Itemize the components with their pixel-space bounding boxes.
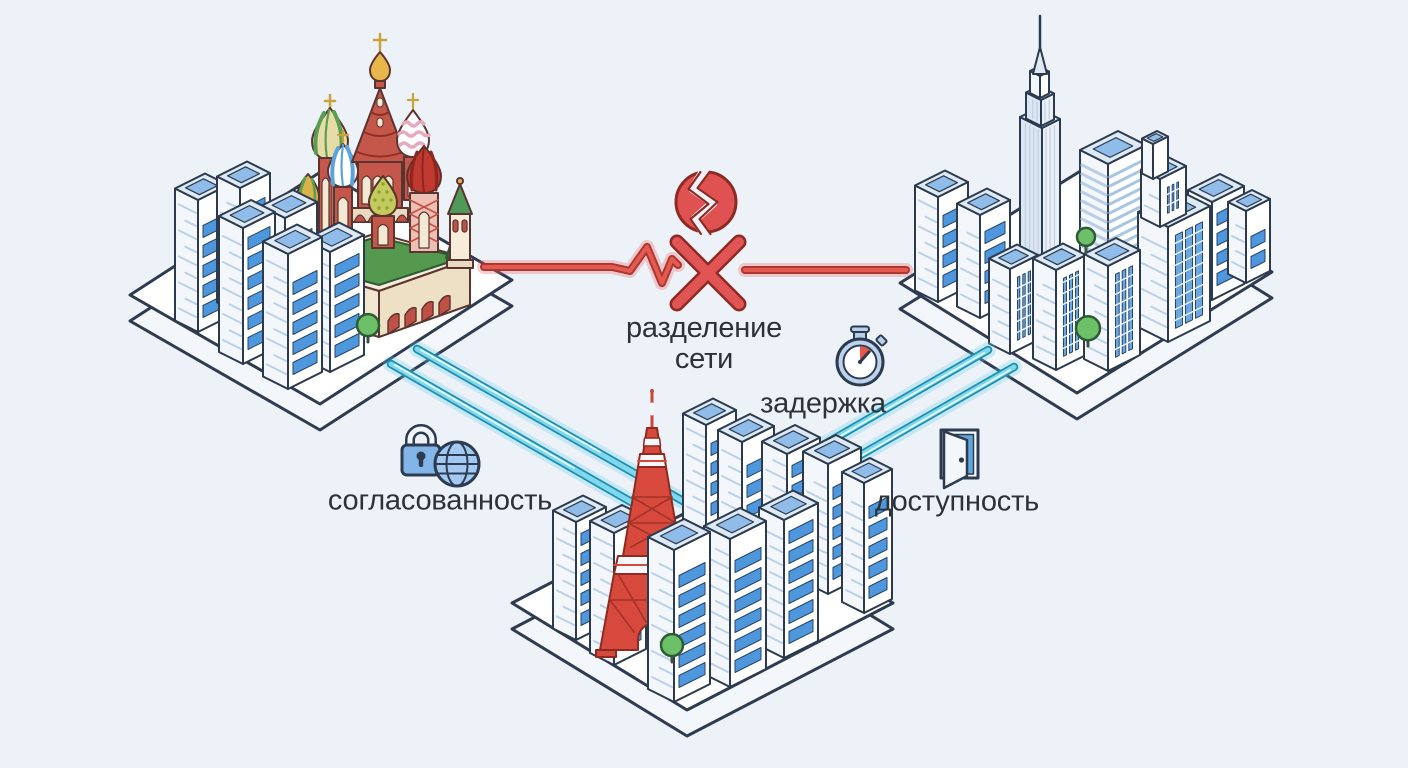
partition-label-line1: разделение xyxy=(625,312,783,344)
office-tower xyxy=(1032,242,1087,371)
onion-dome-red xyxy=(406,145,442,253)
tree xyxy=(1075,226,1097,254)
tree xyxy=(1074,314,1102,348)
stopwatch-icon xyxy=(835,325,888,387)
newyork-buildings-front xyxy=(988,237,1141,372)
consistency-label: согласованность xyxy=(327,484,553,517)
node-tokyo xyxy=(510,389,895,738)
office-tower xyxy=(841,457,893,614)
link-moscow-newyork xyxy=(477,164,913,312)
tokyo-trees xyxy=(659,632,685,664)
newyork-trees xyxy=(1074,226,1102,348)
office-tower xyxy=(1227,189,1271,284)
esb-spire xyxy=(1032,14,1048,75)
globe-icon xyxy=(433,440,481,488)
moscow-trees xyxy=(355,312,381,344)
tokyo-buildings-front xyxy=(647,489,819,703)
tree xyxy=(659,632,685,664)
node-moscow xyxy=(128,32,514,432)
availability-label: доступность xyxy=(874,485,1040,518)
office-tower xyxy=(988,243,1039,355)
office-tower xyxy=(1141,130,1169,180)
partition-label-line2: сети xyxy=(674,343,734,375)
office-tower xyxy=(262,223,323,390)
latency-label: задержка xyxy=(760,387,886,420)
moscow-buildings-front xyxy=(218,189,365,390)
x-mark-icon xyxy=(669,234,747,312)
corner-turret xyxy=(446,177,474,269)
office-tower xyxy=(703,507,767,688)
office-tower xyxy=(1083,237,1141,372)
broken-link-icon xyxy=(674,164,738,241)
office-tower xyxy=(758,489,819,659)
node-new-york xyxy=(898,14,1274,421)
tree xyxy=(355,312,381,344)
office-tower xyxy=(647,518,711,703)
partition-label: разделение сети xyxy=(626,313,782,375)
pinecone-dome xyxy=(368,175,398,249)
open-door-icon xyxy=(939,428,980,490)
lock-globe-icon xyxy=(400,424,481,488)
lock-icon xyxy=(400,424,442,477)
